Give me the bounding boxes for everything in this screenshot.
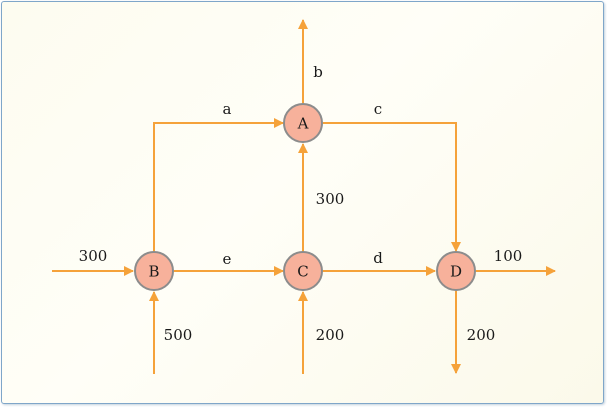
- edge-label-a: a: [223, 100, 232, 118]
- edge-label-d: d: [373, 249, 383, 267]
- edge-label-in-b-bottom: 500: [164, 326, 193, 344]
- node-b: B: [134, 251, 174, 291]
- edge-label-e: e: [223, 250, 232, 268]
- edge-c-from-a-to-d: [323, 122, 461, 252]
- node-d-label: D: [450, 263, 462, 281]
- edge-label-b: b: [313, 63, 323, 81]
- edge-label-c: c: [374, 100, 382, 118]
- node-c: C: [283, 251, 323, 291]
- edge-a-from-b: [153, 118, 284, 252]
- edge-label-out-d-right: 100: [494, 247, 523, 265]
- edge-label-out-d-bottom: 200: [467, 326, 496, 344]
- node-d: D: [436, 251, 476, 291]
- edge-label-c-to-a: 300: [316, 190, 345, 208]
- node-a: A: [283, 103, 323, 143]
- node-c-label: C: [297, 263, 308, 281]
- edge-label-in-b-left: 300: [79, 247, 108, 265]
- node-b-label: B: [148, 263, 159, 281]
- node-a-label: A: [297, 115, 309, 133]
- edge-label-in-c-bottom: 200: [316, 326, 345, 344]
